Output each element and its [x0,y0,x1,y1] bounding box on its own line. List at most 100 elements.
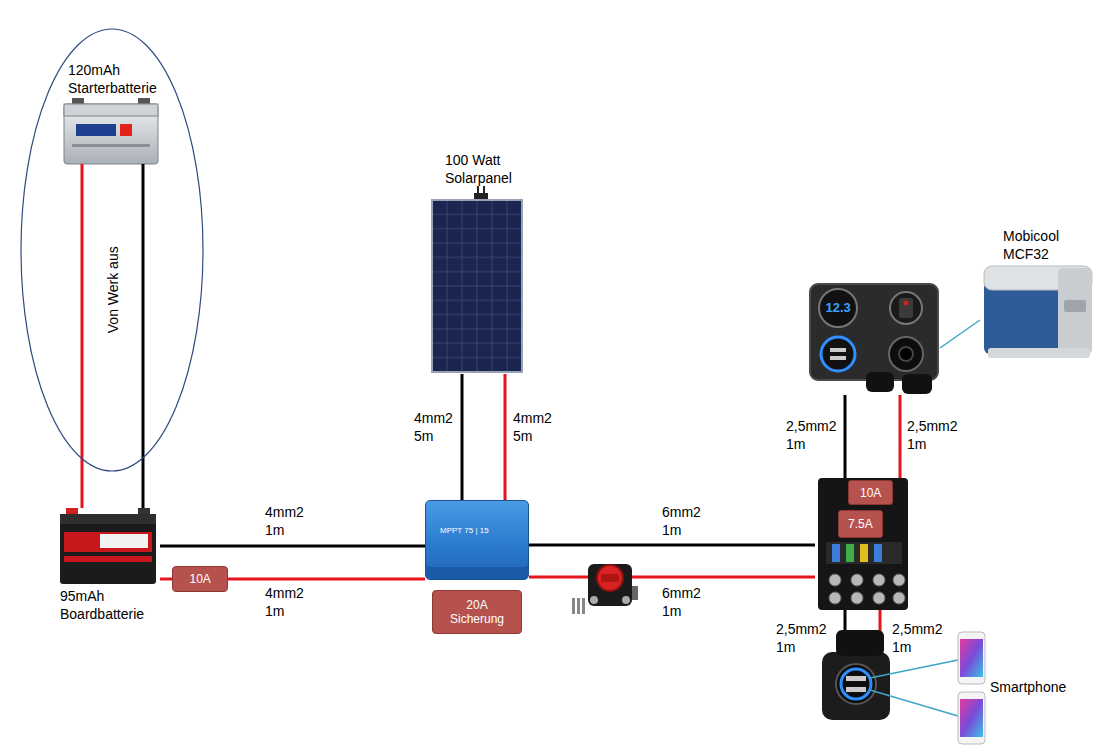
usb-socket-picture [844,610,847,632]
fuse-block-picture [851,574,863,586]
battery-switch-picture [590,596,598,604]
starter-battery-picture [120,124,132,136]
board-battery-picture [66,508,78,515]
cable-spec: 2,5mm2 1m [907,418,958,453]
cable [899,395,902,478]
board-battery-picture [138,508,150,515]
smartphone-picture [958,692,985,744]
fuse-shape: 7.5A [838,510,883,538]
cooler-picture [1064,300,1086,312]
fuse-note-box: 20A Sicherung [432,590,522,634]
starter-battery-picture [64,98,158,164]
panel-label: 100 Watt Solarpanel [445,152,512,187]
starter-battery-picture [72,144,150,147]
smartphone-picture [960,699,983,737]
board-battery-picture [60,508,156,584]
solar-panel-picture [432,186,522,372]
cable-spec: 4mm2 1m [265,504,304,539]
fuse-block-picture [893,574,905,586]
inline-fuse: 10A [172,566,228,592]
device-label: Smartphone [990,679,1066,697]
battery-switch-picture [577,598,580,614]
usb-socket-picture [879,610,882,632]
smartphone-picture [960,639,983,677]
voltmeter-reading: 12.3 [826,301,851,315]
cable [160,545,425,548]
fuse-block-picture [873,592,885,604]
battery-label: 120mAh Starterbatterie [68,62,157,97]
fuse-block-picture [826,542,902,564]
switch-panel-picture [866,372,894,392]
switch-panel-picture [904,301,909,306]
usb-socket-picture [846,687,866,692]
fuse-rating: 10A [190,572,211,586]
battery-switch-picture [572,598,575,614]
solar-panel-picture [477,186,479,194]
cooler-box: Mobicool MCF32 [980,228,1095,363]
phone-leader [870,690,958,716]
starter-battery-picture [64,104,158,164]
smartphone-picture [958,632,985,744]
switch-panel-picture [889,337,923,371]
switch-panel-picture [890,292,922,324]
cable [228,578,425,581]
device-label: Mobicool MCF32 [1003,228,1059,263]
fuse-block: 10A 7.5A [815,478,910,610]
cable [461,374,464,500]
fuse-block-picture [860,544,868,562]
switch-panel-picture [821,337,855,371]
group-ellipse: Von Werk aus 120mAh Starterbatterie [20,28,204,472]
battery-switch-picture [582,598,585,614]
solar-panel-picture [432,200,522,372]
starter-battery-picture [76,124,116,136]
cable-spec: 2,5mm2 1m [786,418,837,453]
switch-panel-picture [902,374,932,394]
fuse-block-picture [829,592,841,604]
switch-panel-picture [810,284,938,394]
solar-panel: 100 Watt Solarpanel [430,152,526,374]
switch-panel-picture [819,289,857,327]
switch-panel-picture [899,347,913,361]
battery-switch-picture [572,564,638,614]
starter-battery: 120mAh Starterbatterie [62,60,162,164]
usb-socket-picture [836,664,876,704]
fuse-block-picture [829,574,841,586]
fuse-rating: 7.5A [848,517,873,531]
board-battery-picture [64,532,152,552]
starter-battery-picture [64,104,158,116]
battery-switch-picture [601,574,619,582]
fuse-block-picture [832,544,840,562]
phone-leader [870,660,958,716]
cable [81,164,84,508]
battery-switch-picture [632,586,638,600]
cable-spec: 6mm2 1m [662,504,701,539]
vertical-note: Von Werk aus [104,246,122,333]
cable-spec: 4mm2 5m [414,410,453,445]
model-text: MPPT 75 | 15 [440,527,489,536]
fuse-block-picture [893,592,905,604]
smartphone-picture [958,632,985,684]
fuse-block-picture [846,544,854,562]
switch-panel: 12.3 [808,282,940,395]
cable [504,374,507,500]
battery-label: 95mAh Boardbatterie [60,588,144,623]
cable [529,544,815,547]
fuse-shape: 10A [848,480,893,505]
switch-panel-picture [810,284,938,380]
cable [844,395,847,478]
usb-socket-picture [836,630,884,656]
switch-panel-picture [899,298,913,318]
cable-spec: 2,5mm2 1m [892,621,943,656]
cooler-picture [1058,268,1092,354]
fuse-block-picture [818,478,908,610]
usb-socket-picture [841,669,871,699]
solar-panel-picture [483,186,485,194]
board-battery-picture [60,514,156,524]
switch-panel-picture [830,348,846,352]
cable [160,578,172,581]
cooler-picture [988,348,1090,358]
